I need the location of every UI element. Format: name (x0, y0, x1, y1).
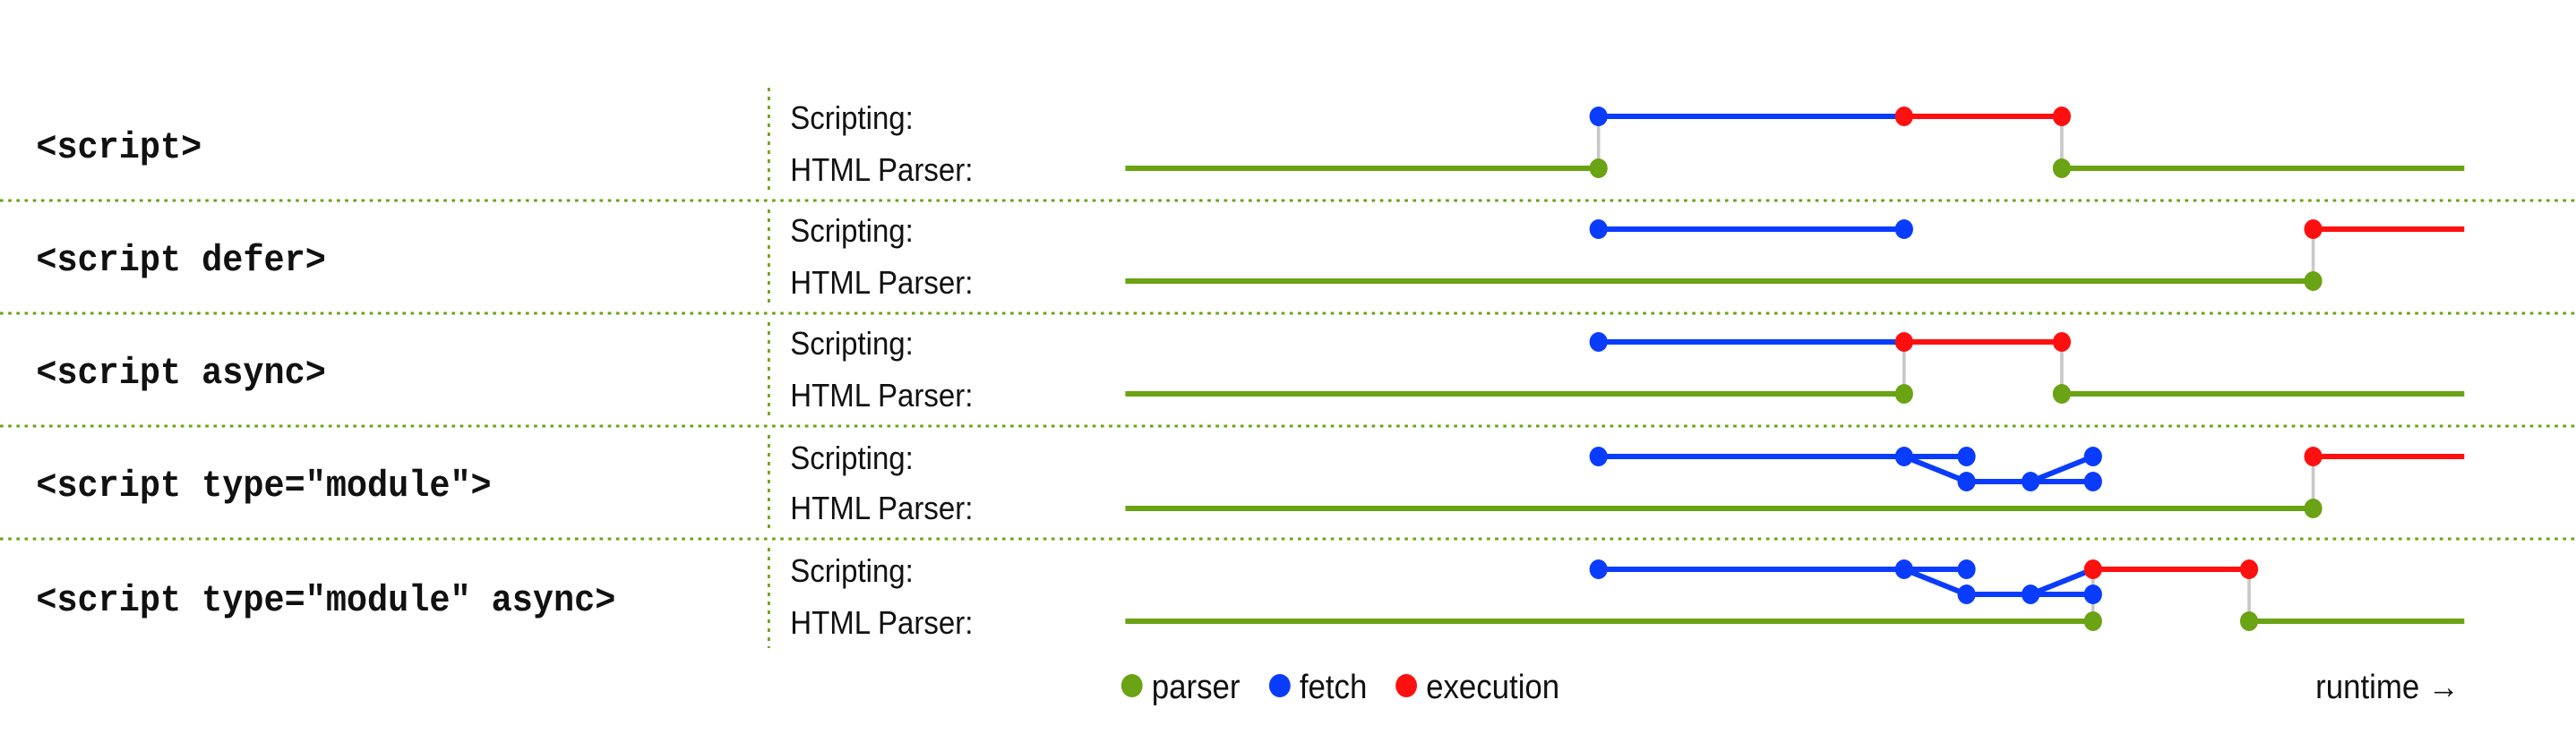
row-script-module-async: <script type="module" async> Scripting: … (36, 554, 2465, 642)
fetch-segment (1902, 567, 1968, 597)
parser-dot (2083, 611, 2102, 631)
legend-fetch-dot (1268, 674, 1291, 697)
fetch-dot (1957, 559, 1976, 579)
row-label: <script> (36, 127, 202, 170)
parser-lane-label: HTML Parser: (790, 606, 973, 642)
execution-dot (2052, 332, 2072, 352)
fetch-dot (2021, 585, 2040, 604)
fetch-dot (1589, 219, 1608, 239)
row-script: <script> Scripting: HTML Parser: (36, 101, 2465, 189)
legend-execution-dot (1395, 674, 1417, 697)
row-script-async: <script async> Scripting: HTML Parser: (36, 327, 2465, 414)
parser-dot (2239, 611, 2259, 631)
parser-dot (2052, 158, 2072, 178)
parser-dot (2304, 499, 2323, 518)
scripting-lane-label: Scripting: (790, 101, 914, 137)
execution-dot (2083, 559, 2102, 579)
fetch-dot (1894, 559, 1913, 579)
parser-lane-label: HTML Parser: (790, 491, 973, 527)
scripting-lane-label: Scripting: (790, 554, 914, 590)
legend-parser-label: parser (1152, 668, 1241, 706)
row-script-module: <script type="module"> Scripting: HTML P… (36, 441, 2465, 527)
runtime-axis-label: runtime → (2315, 668, 2460, 706)
parser-lane-label: HTML Parser: (790, 379, 973, 414)
fetch-dot (1894, 219, 1913, 239)
fetch-dot (2083, 447, 2102, 466)
fetch-dot (1589, 447, 1608, 466)
fetch-dot (1957, 447, 1976, 466)
parser-dot (1894, 384, 1913, 404)
fetch-dot (2083, 472, 2102, 491)
execution-dot (1894, 107, 1913, 126)
row-label: <script async> (36, 353, 325, 396)
scripting-lane-label: Scripting: (790, 327, 914, 363)
parser-dot (2304, 271, 2323, 291)
fetch-segment (2030, 567, 2094, 597)
fetch-segment (2030, 454, 2094, 484)
execution-dot (2304, 447, 2323, 466)
fetch-dot (2083, 585, 2102, 604)
fetch-dot (1957, 472, 1976, 491)
execution-dot (2052, 107, 2072, 126)
legend-fetch-label: fetch (1300, 668, 1368, 706)
scripting-lane-label: Scripting: (790, 441, 914, 477)
parser-dot (2052, 384, 2072, 404)
scripting-lane-label: Scripting: (790, 214, 914, 250)
legend-execution-label: execution (1426, 668, 1559, 706)
row-script-defer: <script defer> Scripting: HTML Parser: (36, 214, 2465, 302)
fetch-dot (1589, 107, 1608, 126)
row-label: <script type="module" async> (36, 580, 615, 623)
execution-dot (2304, 219, 2323, 239)
fetch-segment (1902, 454, 1968, 484)
parser-lane-label: HTML Parser: (790, 153, 973, 189)
fetch-dot (1589, 559, 1608, 579)
parser-lane-label: HTML Parser: (790, 266, 973, 302)
row-label: <script defer> (36, 240, 325, 283)
legend-parser-dot (1121, 674, 1143, 697)
fetch-dot (1957, 585, 1976, 604)
legend: parser fetch execution runtime → (1121, 668, 2460, 706)
row-separators (0, 199, 2576, 541)
fetch-dot (2021, 472, 2040, 491)
row-label: <script type="module"> (36, 465, 491, 508)
fetch-dot (1894, 447, 1913, 466)
execution-dot (2239, 559, 2259, 579)
fetch-dot (1589, 332, 1608, 352)
execution-dot (1894, 332, 1913, 352)
parser-dot (1589, 158, 1608, 178)
